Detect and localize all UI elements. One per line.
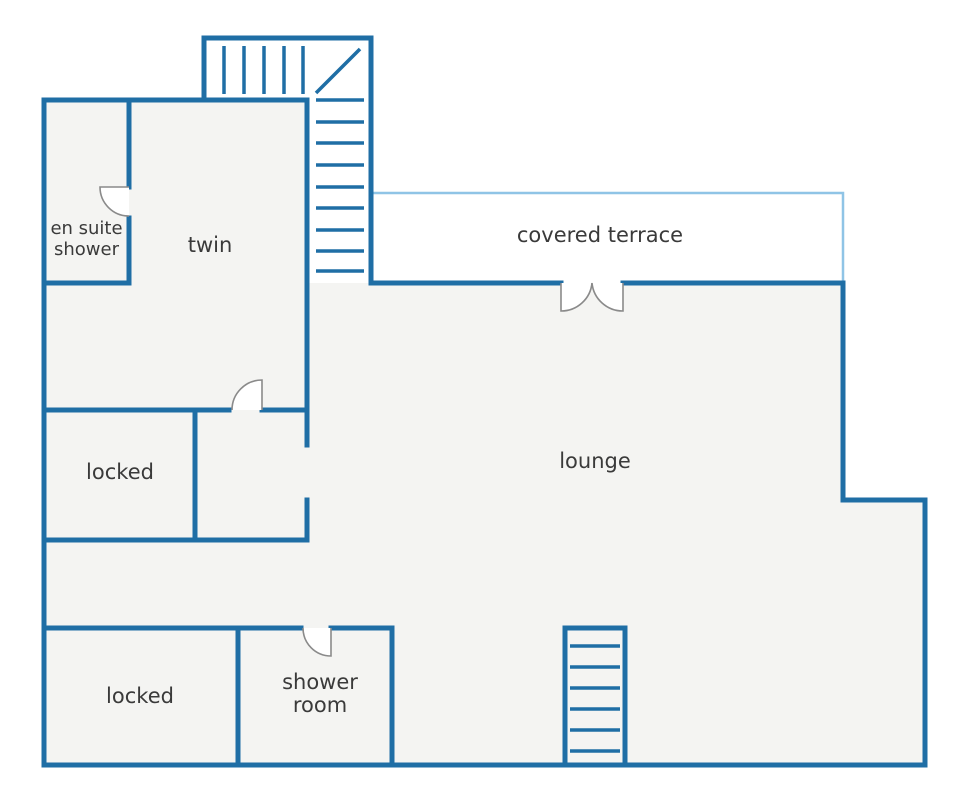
floor-stair-side <box>307 100 371 283</box>
wall-bottom-stair <box>562 625 628 768</box>
door-ensuite <box>99 186 130 217</box>
terrace-outline <box>371 191 845 283</box>
label-locked-upper: locked <box>86 460 154 484</box>
doors <box>99 186 624 657</box>
label-en-suite-shower: en suite shower <box>44 218 129 260</box>
label-shower-room-line2: room <box>292 693 348 718</box>
floor-stair-top <box>204 38 371 100</box>
wall-shower-north-right <box>328 625 395 768</box>
label-shower-room: shower room <box>260 670 380 718</box>
door-terrace-right <box>591 282 624 312</box>
wall-stair-block <box>201 35 374 286</box>
door-shower-room <box>302 627 332 657</box>
wall-west-upper <box>41 97 928 768</box>
label-en-suite-line2: shower <box>54 238 119 260</box>
label-twin: twin <box>187 233 233 257</box>
label-locked-lower: locked <box>106 684 174 708</box>
floor-fills <box>44 38 925 765</box>
door-terrace-left <box>560 282 593 312</box>
label-en-suite-line1: en suite <box>50 218 123 239</box>
walls <box>41 35 928 768</box>
label-covered-terrace: covered terrace <box>516 223 684 247</box>
stair-bottom <box>570 644 620 753</box>
stair-top <box>222 46 364 273</box>
label-shower-room-line1: shower <box>282 670 358 694</box>
floor-main <box>44 100 307 540</box>
floor-lounge <box>44 283 925 765</box>
label-lounge: lounge <box>559 449 631 473</box>
door-twin <box>231 379 263 411</box>
